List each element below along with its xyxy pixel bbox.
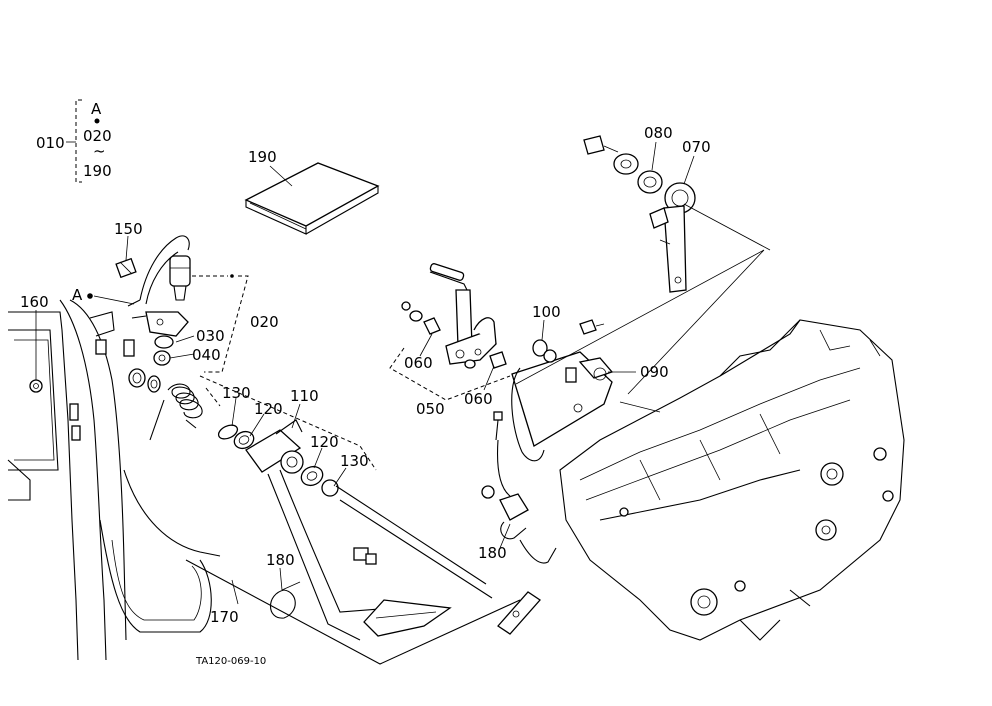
clamp-left — [269, 581, 301, 619]
label-010: 010 — [36, 134, 65, 152]
label-020-key: 020 — [83, 127, 112, 145]
label-110: 110 — [290, 387, 319, 405]
label-020: 020 — [250, 313, 279, 331]
pedal-shaft — [185, 375, 521, 665]
label-050: 050 — [416, 400, 445, 418]
switch-assembly — [87, 235, 234, 366]
label-130-right: 130 — [340, 452, 369, 470]
label-190: 190 — [248, 148, 277, 166]
label-040: 040 — [192, 346, 221, 364]
release-arm — [583, 135, 771, 293]
label-120-left: 120 — [254, 400, 283, 418]
label-190-key: 190 — [83, 162, 112, 180]
label-070: 070 — [682, 138, 711, 156]
label-160: 160 — [20, 293, 49, 311]
label-180-left: 180 — [266, 551, 295, 569]
ref-a-label: A — [72, 286, 83, 304]
label-120-right: 120 — [310, 433, 339, 451]
assembly-key — [66, 99, 100, 183]
mounting-bracket — [511, 249, 765, 462]
clamp-right — [481, 411, 557, 564]
label-130-left: 130 — [222, 384, 251, 402]
pedal-plate — [497, 591, 541, 635]
label-030: 030 — [196, 327, 225, 345]
part-labels: A 020 ~ 190 010 190 150 A 160 020 030 04… — [20, 100, 711, 667]
label-060-left: 060 — [404, 354, 433, 372]
lever-assembly — [389, 263, 511, 401]
pivot-bushings-left — [128, 368, 255, 450]
tilde-label: ~ — [93, 142, 106, 160]
leader-lines — [35, 141, 695, 605]
label-100: 100 — [532, 303, 561, 321]
cab-frame — [7, 299, 221, 661]
bracket-020 — [204, 275, 249, 373]
label-150: 150 — [114, 220, 143, 238]
figure-code: TA120-069-10 — [195, 656, 266, 667]
transmission-housing — [559, 319, 905, 641]
label-080: 080 — [644, 124, 673, 142]
label-170: 170 — [210, 608, 239, 626]
manual-book — [244, 162, 380, 235]
label-060-right: 060 — [464, 390, 493, 408]
label-180-right: 180 — [478, 544, 507, 562]
ref-a-key-label: A — [91, 100, 102, 118]
return-spring — [149, 383, 203, 441]
label-090: 090 — [640, 363, 669, 381]
